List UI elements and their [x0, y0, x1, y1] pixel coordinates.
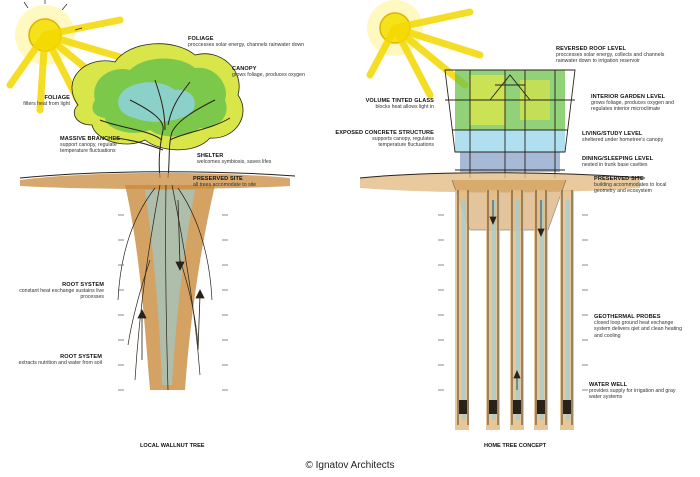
caption-tree: LOCAL WALLNUT TREE [140, 443, 205, 449]
house-ground-dashes [438, 214, 588, 391]
house-illustration [359, 0, 646, 430]
tree-soil [19, 171, 296, 189]
label-geothermal: GEOTHERMAL PROBES closed loop ground hea… [594, 314, 682, 339]
sun-icon-left [6, 0, 134, 114]
tree-roots [117, 184, 215, 391]
geothermal-probes [455, 190, 574, 430]
tree-ground-dashes [118, 214, 228, 391]
label-preserved-site-house: PRESERVED SITE building accommodates to … [594, 176, 667, 195]
copyright: © Ignatov Architects [305, 460, 395, 471]
caption-house: HOME TREE CONCEPT [484, 443, 547, 449]
house-foundation [451, 179, 567, 231]
label-water-well: WATER WELL provides supply for irrigatio… [589, 382, 676, 401]
tree-trunk [99, 79, 231, 179]
label-reversed-roof: REVERSED ROOF LEVEL proccesses solar ene… [556, 46, 665, 65]
tree-canopy [71, 43, 244, 151]
label-interior-garden: INTERIOR GARDEN LEVEL grows foliage, pro… [591, 94, 675, 113]
label-massive-branches: MASSIVE BRANCHES support canopy, regulat… [60, 136, 121, 155]
label-root-system-1: ROOT SYSTEM constant heat exchange susta… [19, 282, 104, 301]
sun-icon-right [366, 0, 484, 99]
label-exposed-concrete: EXPOSED CONCRETE STRUCTURE supports cano… [335, 130, 434, 149]
tree-illustration [6, 0, 296, 391]
house-building [444, 69, 576, 178]
